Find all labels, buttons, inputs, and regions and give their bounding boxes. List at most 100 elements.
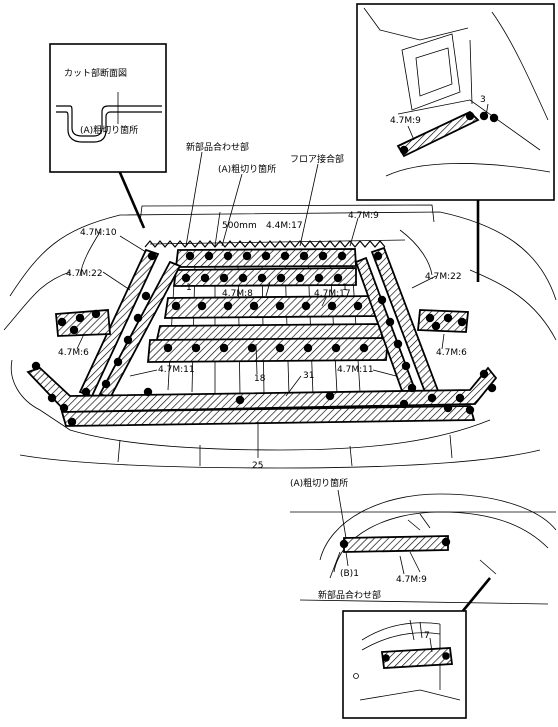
inset-cut-section: カット部断面図 (A)粗切り箇所 [49, 43, 167, 229]
spot-welds-side-inset [399, 111, 499, 155]
spot-weld [399, 399, 409, 409]
spot-weld [479, 369, 489, 379]
label-new-parts-joint: 新部品合わせ部 [186, 141, 249, 153]
weld-strip-mid-1 [163, 295, 379, 319]
spot-welds-wheelhouse [339, 537, 451, 549]
spot-weld [249, 301, 259, 311]
inset-wheelhouse-detail: 7 [342, 577, 492, 719]
label-4-4m-17: 4.4M:17 [266, 221, 303, 231]
label-4-7m-10: 4.7M:10 [80, 228, 117, 238]
spot-weld [69, 325, 79, 335]
spot-weld [181, 273, 191, 283]
spot-weld [171, 301, 181, 311]
spot-weld [276, 273, 286, 283]
label-br-7: 7 [424, 631, 430, 641]
spot-weld [377, 295, 387, 305]
weld-strip-mid-3 [147, 337, 389, 363]
spot-weld [443, 403, 453, 413]
spot-weld [327, 301, 337, 311]
spot-weld [101, 379, 111, 389]
spot-weld [280, 251, 290, 261]
spot-welds-wheelhouse-inset [382, 652, 450, 662]
label-tr-4-7m-9: 4.7M:9 [390, 116, 421, 126]
spot-weld [147, 251, 157, 261]
spot-welds-main [31, 251, 497, 427]
spot-weld [359, 343, 369, 353]
spot-weld [382, 654, 390, 662]
label-4-7m-11-right: 4.7M:11 [337, 365, 374, 375]
label-rough-cut-main: (A)粗切り箇所 [218, 163, 276, 175]
label-dim-500: 500mm [222, 221, 257, 231]
spot-weld [465, 111, 475, 121]
spot-weld [455, 393, 465, 403]
spot-weld [238, 273, 248, 283]
spot-weld [133, 313, 143, 323]
spot-weld [314, 273, 324, 283]
spot-weld [219, 273, 229, 283]
spot-weld [123, 335, 133, 345]
spot-weld [204, 251, 214, 261]
spot-weld [247, 343, 257, 353]
label-br-b1: (B)1 [340, 569, 359, 579]
spot-weld [185, 251, 195, 261]
inset-side-panel: 3 4.7M:9 [356, 3, 555, 282]
label-31: 31 [303, 371, 314, 381]
spot-weld [479, 111, 489, 121]
spot-weld [301, 301, 311, 311]
spot-weld [223, 301, 233, 311]
label-br-rough-cut: (A)粗切り箇所 [290, 477, 348, 489]
spot-weld [75, 313, 85, 323]
spot-weld [197, 301, 207, 311]
spot-weld [242, 251, 252, 261]
spot-weld [235, 395, 245, 405]
spot-weld [489, 113, 499, 123]
wheelhouse-weld-strip [343, 535, 449, 553]
label-25: 25 [252, 461, 263, 471]
spot-weld [325, 391, 335, 401]
spot-weld [31, 361, 41, 371]
spot-weld [59, 403, 69, 413]
label-4-7m-6-left: 4.7M:6 [58, 348, 89, 358]
label-1-main: 1 [186, 283, 192, 293]
spot-weld [393, 339, 403, 349]
label-4-7m-22-right: 4.7M:22 [425, 272, 462, 282]
spot-weld [425, 313, 435, 323]
main-floor-view: 新部品合わせ部 (A)粗切り箇所 フロア接合部 500mm 4.4M:17 4.… [3, 141, 557, 471]
leader-lines [76, 151, 445, 458]
spot-weld [275, 301, 285, 311]
spot-weld [401, 361, 411, 371]
spot-weld [299, 251, 309, 261]
spot-weld [261, 251, 271, 261]
spot-weld [487, 383, 497, 393]
spot-weld [333, 273, 343, 283]
label-4-7m-17: 4.7M:17 [314, 289, 351, 299]
inset-wheelhouse-weld-strip [380, 647, 454, 669]
spot-weld [67, 417, 77, 427]
spot-weld [200, 273, 210, 283]
spot-weld [223, 251, 233, 261]
spot-weld [47, 393, 57, 403]
spot-weld [303, 343, 313, 353]
spot-weld [295, 273, 305, 283]
spot-weld [57, 317, 67, 327]
label-tr-3: 3 [480, 95, 486, 105]
wheelhouse-view: (A)粗切り箇所 (B)1 4.7M:9 新部品合わせ部 [290, 477, 557, 605]
label-floor-joint: フロア接合部 [290, 153, 344, 165]
label-4-7m-8: 4.7M:8 [222, 289, 253, 299]
spot-weld [353, 301, 363, 311]
label-rough-cut-inset: (A)粗切り箇所 [80, 124, 138, 136]
spot-weld [275, 343, 285, 353]
spot-weld [257, 273, 267, 283]
label-1-main-right: 1 [342, 283, 348, 293]
spot-weld [141, 291, 151, 301]
spot-weld [373, 251, 383, 261]
spot-weld [163, 343, 173, 353]
label-18: 18 [254, 374, 266, 384]
spot-weld [457, 317, 467, 327]
spot-weld [81, 387, 91, 397]
spot-weld [91, 309, 101, 319]
label-4-7m-22-left: 4.7M:22 [66, 269, 103, 279]
spot-weld [339, 539, 349, 549]
label-br-new-parts-joint: 新部品合わせ部 [318, 589, 381, 601]
